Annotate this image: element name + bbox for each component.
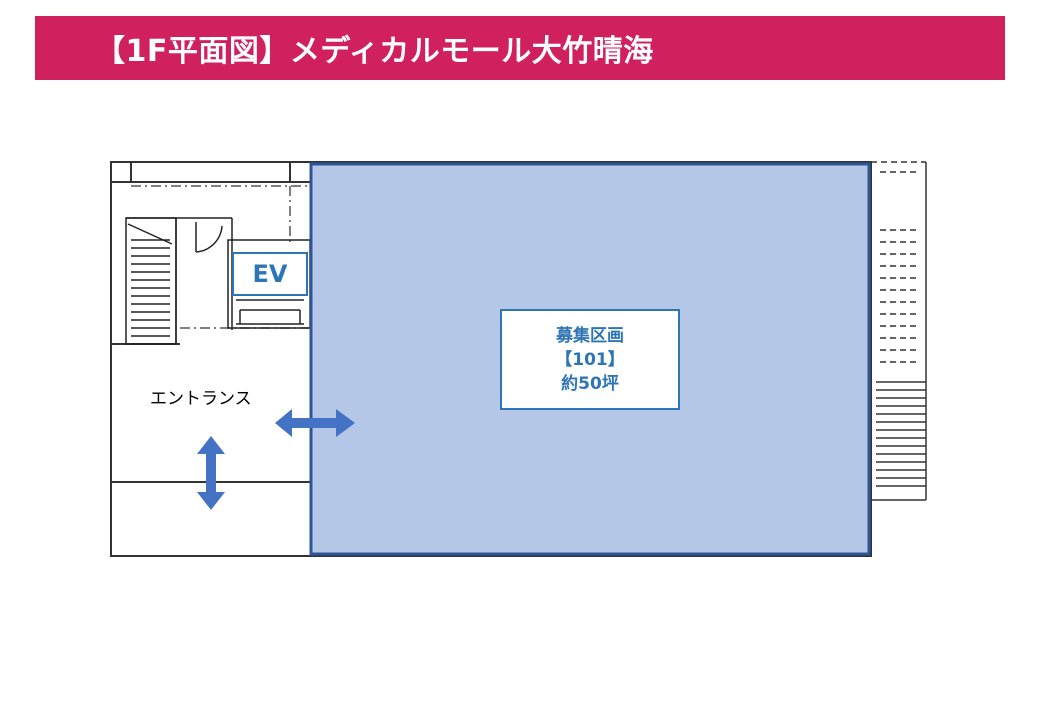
unit-label-box: 募集区画 【101】 約50坪 — [500, 309, 680, 410]
horizontal-double-arrow-icon — [275, 409, 355, 437]
door-swing — [195, 222, 223, 253]
unit-label-line3: 約50坪 — [561, 373, 619, 394]
elevator-label: EV — [232, 252, 308, 296]
elevator-label-text: EV — [252, 260, 288, 288]
unit-label-line2: 【101】 — [555, 349, 625, 370]
vertical-double-arrow-icon — [197, 436, 225, 510]
stairs-right — [871, 161, 927, 501]
unit-label-line1: 募集区画 — [556, 325, 624, 346]
entrance-label: エントランス — [150, 389, 252, 409]
page-title: 【1F平面図】メディカルモール大竹晴海 — [95, 34, 654, 69]
stairs-left — [125, 217, 233, 345]
title-bar: 【1F平面図】メディカルモール大竹晴海 — [35, 16, 1005, 80]
